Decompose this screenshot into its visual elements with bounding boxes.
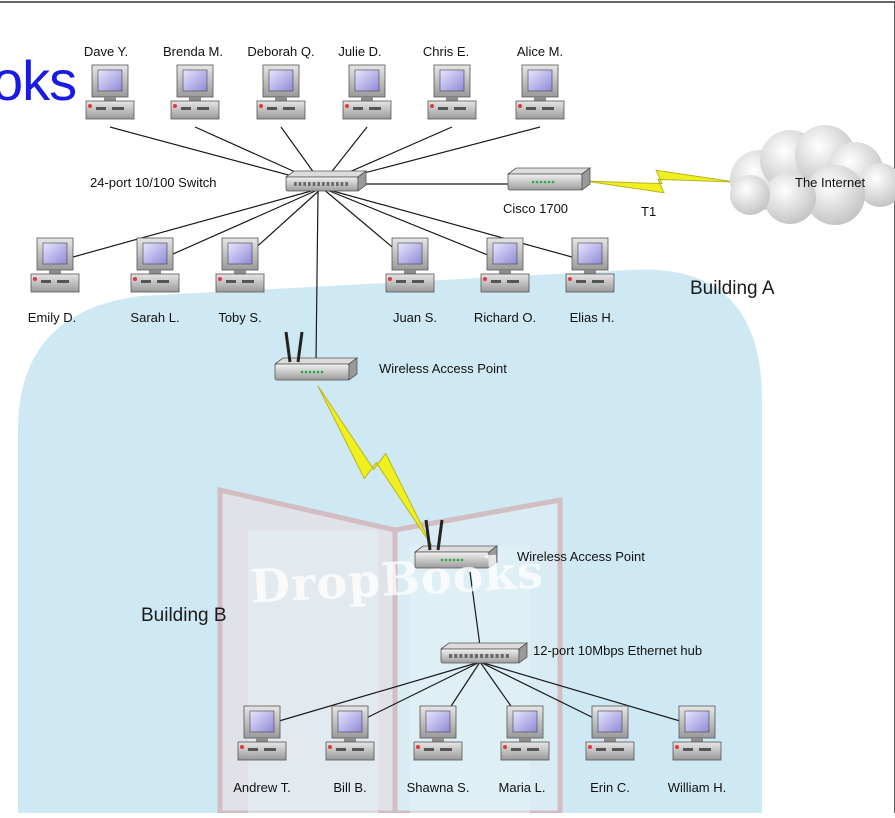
hub-link-1: [349, 661, 481, 727]
computer-label: Andrew T.: [233, 780, 291, 795]
switch-link-mid-4: [321, 187, 506, 263]
computer-icon-bottom-4: [585, 705, 635, 761]
access-point-a: [273, 331, 359, 381]
computers: [30, 64, 722, 761]
switch-device: [284, 170, 368, 192]
computer-label: Bill B.: [333, 780, 367, 795]
computer-icon-mid-2: [215, 237, 265, 293]
computer-label: Elias H.: [569, 310, 615, 325]
switch-link-mid-5: [321, 187, 591, 263]
computer-icon-top-1: [170, 64, 220, 120]
computer-label: Chris E.: [422, 44, 470, 59]
computer-label: Juan S.: [392, 310, 438, 325]
router-device: [506, 167, 592, 191]
computer-icon-bottom-1: [325, 705, 375, 761]
computer-icon-mid-1: [130, 237, 180, 293]
computer-label: Alice M.: [516, 44, 564, 59]
computer-label: Shawna S.: [406, 780, 470, 795]
computer-label: Erin C.: [590, 780, 630, 795]
computer-icon-top-4: [427, 64, 477, 120]
hub-ap-link: [469, 571, 481, 647]
internet-label: The Internet: [795, 175, 866, 190]
switch-link-mid-1: [154, 187, 323, 263]
hub-label: 12-port 10Mbps Ethernet hub: [533, 643, 703, 658]
computer-icon-top-2: [256, 64, 306, 120]
switch-label: 24-port 10/100 Switch: [90, 175, 217, 190]
hub-link-4: [479, 661, 611, 727]
hub-link-5: [479, 661, 698, 727]
computer-label: Brenda M.: [163, 44, 223, 59]
computer-icon-mid-0: [30, 237, 80, 293]
computer-icon-mid-5: [565, 237, 615, 293]
computer-label: Toby S.: [218, 310, 262, 325]
access-point-b-label: Wireless Access Point: [517, 549, 645, 564]
computer-label: Sarah L.: [130, 310, 180, 325]
watermark-text: oks: [0, 49, 77, 112]
building-b-label: Building B: [141, 605, 227, 626]
t1-link-label: T1: [641, 204, 657, 219]
computer-label: Deborah Q.: [247, 44, 315, 59]
access-point-a-label: Wireless Access Point: [379, 361, 507, 376]
access-point-b: [413, 519, 499, 569]
computer-icon-top-5: [515, 64, 565, 120]
switch-link-mid-0: [54, 187, 323, 263]
computer-icon-bottom-5: [672, 705, 722, 761]
switch-link-top-0: [109, 126, 323, 185]
computer-icon-bottom-2: [413, 705, 463, 761]
computer-icon-mid-3: [385, 237, 435, 293]
computer-label: Emily D.: [27, 310, 77, 325]
computer-label: Dave Y.: [83, 44, 129, 59]
computer-icon-bottom-0: [237, 705, 287, 761]
hub-device: [439, 642, 529, 664]
computer-label: Julie D.: [338, 44, 382, 59]
hub-link-0: [261, 661, 481, 727]
t1-wireless-link: [584, 169, 736, 194]
computer-icon-mid-4: [480, 237, 530, 293]
building-a-label: Building A: [690, 278, 775, 299]
computer-icon-top-3: [342, 64, 392, 120]
internet-cloud-icon: [730, 125, 895, 225]
computer-label: William H.: [667, 780, 727, 795]
computer-label: Richard O.: [473, 310, 537, 325]
switch-ap-link: [315, 191, 319, 363]
building-area: [18, 269, 762, 813]
computer-icon-top-0: [85, 64, 135, 120]
computer-label: Maria L.: [498, 780, 546, 795]
router-label: Cisco 1700: [503, 201, 569, 216]
network-devices: [273, 125, 895, 664]
computer-icon-bottom-3: [500, 705, 550, 761]
